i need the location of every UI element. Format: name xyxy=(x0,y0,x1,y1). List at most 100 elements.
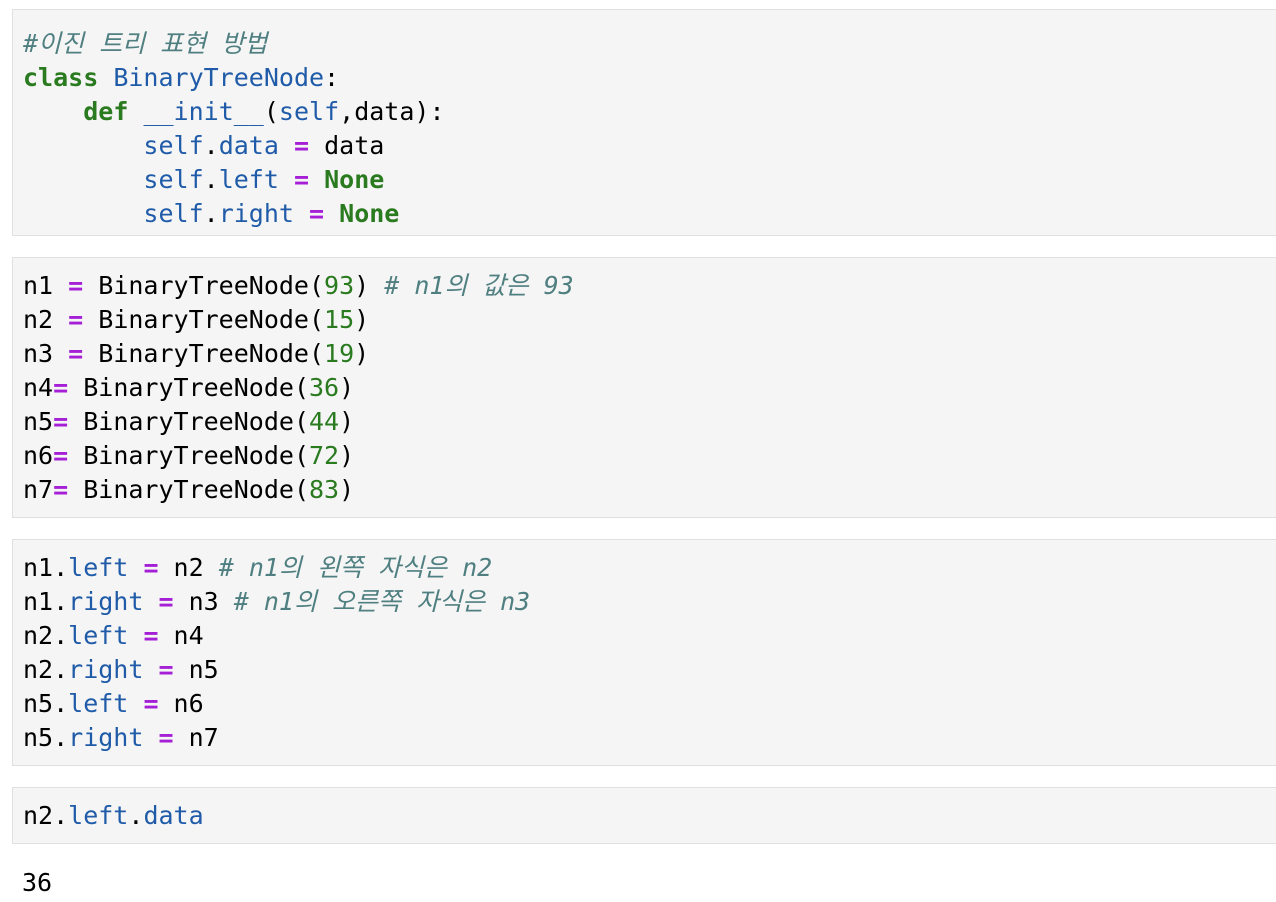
code-token: data xyxy=(309,131,385,160)
code-token: ,data): xyxy=(339,97,445,126)
operator-token: = xyxy=(158,723,174,752)
code-token: n4 xyxy=(158,621,204,650)
code-token: BinaryTreeNode( xyxy=(83,305,325,334)
attribute-token: self xyxy=(143,131,204,160)
attribute-token: self xyxy=(143,199,204,228)
code-token: BinaryTreeNode( xyxy=(68,407,309,436)
code-line: n2 = BinaryTreeNode(15) xyxy=(23,303,1276,337)
code-line: def __init__(self,data): xyxy=(23,95,1276,129)
code-token xyxy=(128,689,143,718)
operator-token: = xyxy=(53,407,69,436)
operator-token: = xyxy=(143,553,159,582)
code-editor[interactable]: n2.left.data xyxy=(13,799,1276,833)
code-token: . xyxy=(128,801,144,830)
attribute-token: left xyxy=(68,621,129,650)
code-token xyxy=(128,621,143,650)
code-token xyxy=(294,199,309,228)
code-token: n7 xyxy=(23,475,54,504)
operator-token: = xyxy=(68,305,84,334)
number-token: 44 xyxy=(309,407,340,436)
code-token: n1. xyxy=(23,553,69,582)
number-token: 15 xyxy=(324,305,355,334)
code-line: n1.left = n2 # n1의 왼쪽 자식은 n2 xyxy=(23,551,1276,585)
code-token: BinaryTreeNode( xyxy=(83,271,325,300)
operator-token: = xyxy=(293,165,310,194)
comment-token: # n1의 오른쪽 자식은 n3 xyxy=(233,587,531,616)
attribute-token: right xyxy=(68,655,144,684)
code-token: n5. xyxy=(23,723,69,752)
code-line: self.data = data xyxy=(23,129,1276,163)
code-line: n3 = BinaryTreeNode(19) xyxy=(23,337,1276,371)
code-token xyxy=(23,97,83,126)
code-token: n2 xyxy=(23,305,69,334)
keyword-token: def xyxy=(83,97,129,126)
code-line: n5.left = n6 xyxy=(23,687,1276,721)
keyword-token: None xyxy=(324,165,385,194)
operator-token: = xyxy=(68,339,84,368)
operator-token: = xyxy=(53,441,69,470)
code-token xyxy=(23,165,143,194)
comment-token: # n1의 왼쪽 자식은 n2 xyxy=(218,553,493,582)
attribute-token: self xyxy=(143,165,204,194)
code-line: n1 = BinaryTreeNode(93) # n1의 값은 93 xyxy=(23,269,1276,303)
code-line: n1.right = n3 # n1의 오른쪽 자식은 n3 xyxy=(23,585,1276,619)
code-token: n2. xyxy=(23,801,69,830)
code-line: n4= BinaryTreeNode(36) xyxy=(23,371,1276,405)
code-token xyxy=(23,199,143,228)
code-token: n2. xyxy=(23,655,69,684)
code-token xyxy=(23,131,143,160)
attribute-token: data xyxy=(143,801,204,830)
code-token xyxy=(143,587,158,616)
operator-token: = xyxy=(53,373,69,402)
code-token: n4 xyxy=(23,373,54,402)
code-line: #이진 트리 표현 방법 xyxy=(23,27,1276,61)
code-line: self.left = None xyxy=(23,163,1276,197)
operator-token: = xyxy=(143,621,159,650)
code-token: n7 xyxy=(173,723,219,752)
code-line: n5= BinaryTreeNode(44) xyxy=(23,405,1276,439)
attribute-token: right xyxy=(68,587,144,616)
attribute-token: right xyxy=(68,723,144,752)
attribute-token: self xyxy=(278,97,340,126)
code-token xyxy=(309,165,324,194)
code-token: BinaryTreeNode( xyxy=(68,441,309,470)
attribute-token: right xyxy=(218,199,294,228)
attribute-token: left xyxy=(68,553,129,582)
keyword-token: class xyxy=(23,63,99,92)
code-token: . xyxy=(203,131,219,160)
number-token: 72 xyxy=(309,441,340,470)
number-token: 19 xyxy=(324,339,355,368)
code-token: ) xyxy=(354,305,370,334)
code-token: : xyxy=(324,63,340,92)
code-token: ) xyxy=(339,475,355,504)
code-token: . xyxy=(203,199,219,228)
operator-token: = xyxy=(143,689,159,718)
code-line: class BinaryTreeNode: xyxy=(23,61,1276,95)
code-token: BinaryTreeNode( xyxy=(83,339,325,368)
operator-token: = xyxy=(158,587,174,616)
code-token: ) xyxy=(339,441,355,470)
code-line: n5.right = n7 xyxy=(23,721,1276,755)
code-token: n1 xyxy=(23,271,69,300)
attribute-token: left xyxy=(68,689,129,718)
code-token: n5 xyxy=(173,655,219,684)
code-token xyxy=(279,165,294,194)
code-token: BinaryTreeNode( xyxy=(68,373,309,402)
code-line: n2.right = n5 xyxy=(23,653,1276,687)
code-token: n5 xyxy=(23,407,54,436)
code-token xyxy=(143,723,158,752)
code-cell-access-data[interactable]: n2.left.data xyxy=(12,787,1276,844)
number-token: 36 xyxy=(309,373,340,402)
comment-token: # n1의 값은 93 xyxy=(384,271,574,300)
code-token: ) xyxy=(354,339,370,368)
code-line: n6= BinaryTreeNode(72) xyxy=(23,439,1276,473)
attribute-token: left xyxy=(218,165,279,194)
code-token: n6 xyxy=(23,441,54,470)
code-token: n2 xyxy=(158,553,219,582)
